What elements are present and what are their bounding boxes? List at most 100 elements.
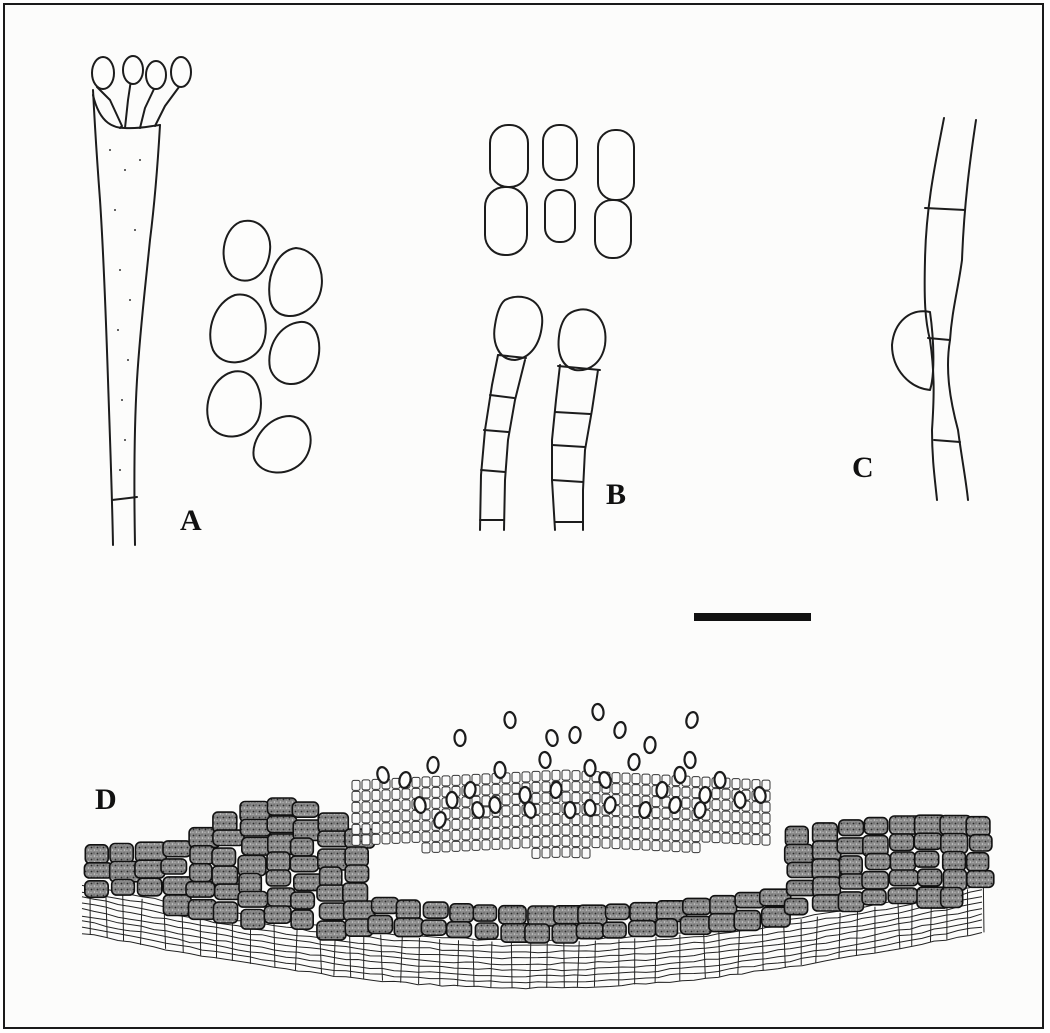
conidiogenous-cell [652, 841, 660, 851]
conidiogenous-cell [562, 847, 570, 857]
panel-label-b: B [606, 480, 626, 510]
conidiogenous-cell [372, 823, 380, 833]
conidiogenous-cell [572, 826, 580, 836]
fiber-cross-wall [274, 921, 275, 967]
dark-tissue-cell [941, 888, 963, 908]
dark-tissue-cell [238, 856, 266, 876]
conidiogenous-cell [622, 773, 630, 783]
released-conidium [714, 772, 726, 788]
conidiogenous-cell [662, 819, 670, 829]
conidiogenous-cell [512, 827, 520, 837]
conidiogenous-cell [592, 827, 600, 837]
released-conidium [685, 711, 699, 729]
dark-tissue-cell [734, 911, 760, 931]
conidiogenous-cell [762, 824, 770, 834]
conidiogenous-cell [692, 777, 700, 787]
conidiogenous-cell [632, 796, 640, 806]
conidiogenous-cell [672, 820, 680, 830]
dark-tissue-cell [630, 903, 660, 922]
conidiogenous-cell [672, 831, 680, 841]
conidiogenous-cell [392, 822, 400, 832]
dark-tissue-cell [680, 916, 711, 934]
conidiogenous-cell [412, 821, 420, 831]
dark-tissue-cell [345, 865, 368, 882]
conidiogenous-cell [532, 837, 540, 847]
conidiogenous-cell [352, 824, 360, 834]
conidiogenous-cell [462, 830, 470, 840]
dark-tissue-cell [785, 898, 808, 914]
conidiogenous-cell [432, 776, 440, 786]
conidiogenous-cell [352, 813, 360, 823]
conidiogenous-cell [502, 795, 510, 805]
conidiogenous-cell [642, 774, 650, 784]
conidiogenous-cell [352, 802, 360, 812]
conidiogenous-cell [382, 790, 390, 800]
conidiogenous-cell [722, 833, 730, 843]
dark-tissue-cell [190, 846, 214, 864]
dark-tissue-cell [240, 820, 270, 837]
dark-tissue-cell [266, 870, 290, 886]
dark-tissue-cell [368, 916, 392, 934]
dark-tissue-cell [85, 881, 108, 898]
fiber-cross-wall [655, 937, 656, 983]
conidiogenous-cell [532, 771, 540, 781]
dark-tissue-cell [396, 900, 420, 920]
released-conidium [564, 802, 576, 818]
dark-tissue-cell [212, 866, 237, 885]
conidiogenous-cell [682, 842, 690, 852]
dark-tissue-cell [967, 853, 989, 872]
conidiogenous-cell [732, 823, 740, 833]
conidiogenous-cell [682, 787, 690, 797]
conidiogenous-cell [762, 835, 770, 845]
conidiogenous-cell [642, 785, 650, 795]
conidiogenous-cell [732, 779, 740, 789]
conidiogenous-cell [392, 789, 400, 799]
conidiogenous-cell [542, 815, 550, 825]
conidiogenous-cell [542, 848, 550, 858]
conidiogenous-cell [592, 816, 600, 826]
dark-tissue-cell [840, 856, 863, 875]
fiber-cross-wall [577, 941, 579, 987]
fiber-cross-wall [350, 931, 351, 977]
dark-tissue-cell [552, 924, 577, 943]
conidiogenous-cell [472, 829, 480, 839]
dark-tissue-cell [915, 851, 939, 867]
panel-b-chains [480, 297, 605, 530]
dark-tissue-cell [292, 802, 318, 817]
conidiogenous-cell [732, 834, 740, 844]
released-conidium [584, 760, 596, 776]
dark-tissue-cell [317, 921, 346, 940]
dark-tissue-cell [943, 852, 966, 872]
panel-label-d: D [95, 785, 117, 815]
conidiogenous-cell [442, 842, 450, 852]
dark-tissue-cell [447, 922, 472, 938]
released-conidium [592, 703, 605, 720]
conidiogenous-cell [372, 790, 380, 800]
panel-label-c: C [852, 453, 874, 483]
conidiogenous-cell [722, 789, 730, 799]
conidiogenous-cell [522, 772, 530, 782]
dark-tissue-cell [214, 902, 238, 923]
conidiogenous-cell [452, 841, 460, 851]
conidiogenous-cell [612, 839, 620, 849]
dark-tissue-cell [889, 870, 918, 886]
conidiogenous-cell [732, 812, 740, 822]
conidiogenous-cell [462, 808, 470, 818]
panel-d-section [82, 703, 994, 988]
released-conidium [427, 756, 440, 773]
conidiogenous-cell [602, 827, 610, 837]
released-conidium [569, 726, 582, 743]
dark-tissue-cell [710, 896, 737, 916]
conidiogenous-cell [362, 780, 370, 790]
conidiogenous-cell [392, 811, 400, 821]
released-conidium [504, 711, 517, 728]
conidiogenous-cell [502, 817, 510, 827]
dark-tissue-cell [212, 848, 236, 866]
conidiogenous-cell [742, 823, 750, 833]
dark-tissue-cell [606, 904, 630, 919]
conidiogenous-cell [512, 772, 520, 782]
dark-tissue-cell [136, 842, 167, 862]
dark-tissue-cell [163, 841, 191, 857]
panel-b-conidia [485, 125, 634, 258]
dark-tissue-cell [291, 838, 314, 856]
